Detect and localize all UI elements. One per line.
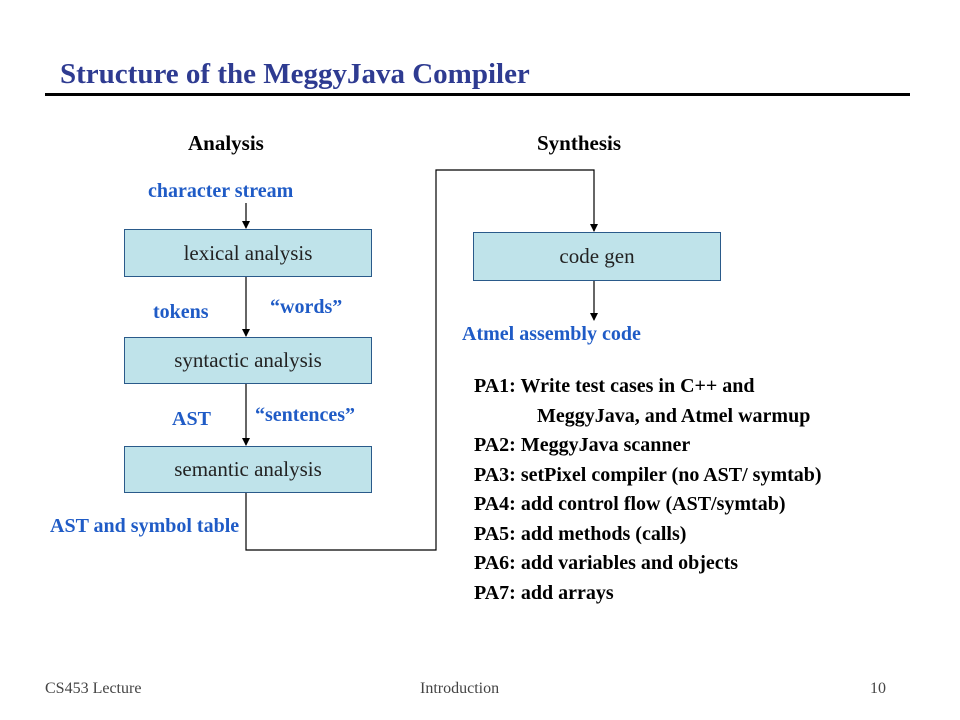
- assignment-list: PA1: Write test cases in C++ and MeggyJa…: [474, 372, 822, 608]
- box-semantic-analysis: semantic analysis: [124, 446, 372, 493]
- assignment-text-continued: MeggyJava, and Atmel warmup: [537, 404, 811, 427]
- assignment-item: PA3: setPixel compiler (no AST/ symtab): [474, 463, 822, 486]
- box-syntactic-analysis-label: syntactic analysis: [174, 348, 322, 372]
- box-syntactic-analysis: syntactic analysis: [124, 337, 372, 384]
- assignment-item: PA4: add control flow (AST/symtab): [474, 493, 786, 515]
- label-sentences: “sentences”: [255, 404, 355, 426]
- box-code-gen-label: code gen: [559, 244, 635, 268]
- label-character-stream: character stream: [148, 180, 294, 202]
- arrow-semantic-to-codegen: [245, 169, 598, 551]
- box-lexical-analysis-label: lexical analysis: [183, 240, 313, 265]
- title-underline: [45, 93, 910, 96]
- label-tokens: tokens: [153, 301, 209, 323]
- box-lexical-analysis: lexical analysis: [124, 229, 372, 277]
- label-ast-symbol-table: AST and symbol table: [50, 515, 240, 537]
- box-code-gen: code gen: [473, 232, 721, 281]
- footer-course: CS453 Lecture: [45, 680, 142, 697]
- label-words: “words”: [270, 296, 343, 318]
- box-semantic-analysis-label: semantic analysis: [174, 457, 322, 481]
- heading-synthesis: Synthesis: [537, 131, 622, 155]
- label-ast: AST: [172, 408, 211, 430]
- slide-title: Structure of the MeggyJava Compiler: [60, 58, 530, 90]
- label-atmel-assembly-code: Atmel assembly code: [462, 323, 641, 345]
- heading-analysis: Analysis: [188, 131, 264, 155]
- assignment-item: PA6: add variables and objects: [474, 552, 739, 574]
- footer-page-number: 10: [870, 680, 886, 697]
- footer-section: Introduction: [420, 680, 500, 697]
- assignment-item: PA5: add methods (calls): [474, 522, 687, 545]
- assignment-item: PA2: MeggyJava scanner: [474, 434, 691, 456]
- assignment-item: PA7: add arrays: [474, 581, 614, 604]
- assignment-item: PA1: Write test cases in C++ and MeggyJa…: [474, 372, 822, 431]
- assignment-text: PA1: Write test cases in C++ and: [474, 375, 755, 397]
